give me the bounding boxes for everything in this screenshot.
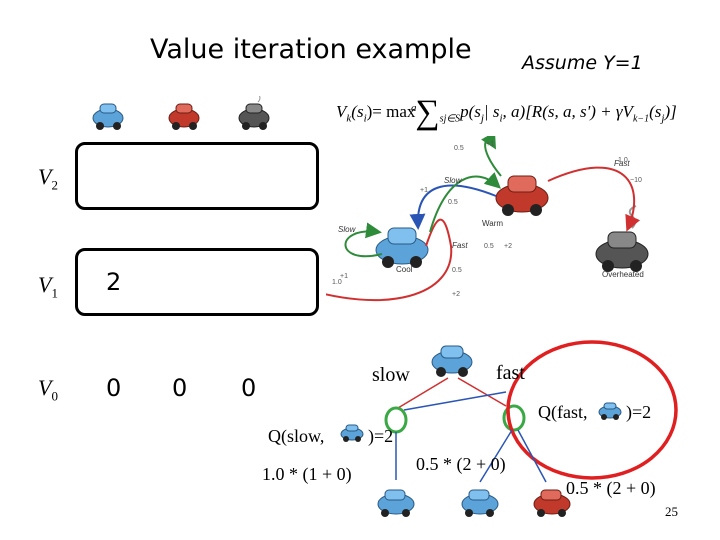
cool-state-label: Cool [396, 265, 413, 274]
cool-slow-self-arrow [344, 222, 383, 258]
q-slow-suffix: )=2 [368, 426, 394, 446]
fast-calc-cool: 0.5 * (2 + 0) [416, 454, 506, 474]
leaf-fast-cool-car-icon [461, 489, 499, 517]
cool-fast-cool-prob: 0.5 [452, 267, 462, 274]
v0-overheated-value: 0 [241, 374, 257, 402]
warm-slow-action-label: Slow [444, 176, 463, 185]
q-value-tree [340, 340, 678, 517]
fast-to-cool-edge [479, 429, 513, 483]
slow-calc: 1.0 * (1 + 0) [262, 464, 352, 484]
fast-branch-highlight [506, 340, 678, 480]
warm-slow-cool-reward: +1 [420, 187, 428, 194]
warm-slow-to-cool-arrow [409, 184, 497, 230]
tree-root-cool-car-icon [431, 345, 473, 377]
v1-row-box [75, 248, 319, 316]
leaf-fast-warm-car-icon [533, 489, 571, 517]
warm-slow-cool-prob: 0.5 [448, 199, 458, 206]
q-fast-prefix: Q(fast, [538, 402, 588, 422]
q-slow-prefix: Q(slow, [268, 426, 325, 446]
warm-slow-self-reward: +1 [486, 141, 494, 148]
fast-action-edge [457, 377, 507, 407]
warm-slow-self-prob: 0.5 [454, 145, 464, 152]
v0-warm-value: 0 [172, 374, 188, 402]
overheated-car-icon [238, 96, 270, 130]
q-fast-suffix: )=2 [626, 402, 652, 422]
max-subscript: a [411, 102, 417, 114]
slide-title: Value iteration example [150, 34, 472, 65]
warm-state-label: Warm [482, 219, 503, 228]
v2-label: V2 [38, 164, 58, 193]
q-slow-cool-car-icon [340, 424, 364, 442]
cool-fast-cool-reward: +2 [452, 291, 460, 298]
slow-action-label: slow [372, 364, 410, 386]
cool-fast-warm-prob: 0.5 [484, 243, 494, 250]
slow-chance-edge [403, 391, 507, 411]
q-fast-cool-car-icon [598, 402, 622, 420]
cool-fast-arrow [326, 218, 453, 302]
v1-label: V1 [38, 272, 58, 301]
fast-to-warm-edge [517, 429, 547, 483]
warm-fast-to-overheated-arrow [547, 166, 641, 232]
warm-car-icon [168, 103, 200, 130]
fast-action-label: fast [496, 362, 525, 384]
overheated-state-label: Overheated [602, 270, 644, 279]
warm-fast-over-reward: −10 [630, 177, 642, 184]
v2-row-box [75, 142, 319, 210]
cool-slow-action-label: Slow [338, 225, 357, 234]
gamma-assumption: Assume Υ=1 [522, 52, 643, 74]
v0-label: V0 [38, 375, 58, 404]
mdp-overheated-car-icon [595, 205, 649, 272]
warm-slow-self-arrow [481, 136, 502, 177]
slow-action-edge [397, 377, 449, 409]
mdp-warm-car-icon [495, 175, 549, 216]
cool-fast-to-warm-arrow [429, 172, 501, 233]
state-car-legend [92, 96, 270, 130]
v0-cool-value: 0 [106, 374, 122, 402]
fast-calc-warm: 0.5 * (2 + 0) [566, 478, 656, 498]
cool-slow-self-reward: +1 [340, 273, 348, 280]
cool-fast-warm-reward: +2 [504, 243, 512, 250]
cool-fast-action-label: Fast [452, 241, 468, 250]
page-number: 25 [665, 504, 678, 519]
v1-cool-value: 2 [106, 268, 122, 296]
warm-fast-action-label: Fast [614, 159, 630, 168]
mdp-cool-car-icon [375, 227, 429, 268]
leaf-slow-cool-car-icon [377, 489, 415, 517]
bellman-equation: Vk(si)= max∑sj∈Sp(sj| si, a)[R(s, a, s')… [336, 94, 677, 131]
warm-fast-over-prob: 1.0 [618, 157, 628, 164]
mdp-diagram: Warm Cool Overheated Slow Fast Slow Fast… [326, 136, 649, 302]
cool-slow-self-prob: 1.0 [332, 279, 342, 286]
cool-car-icon [92, 103, 124, 130]
